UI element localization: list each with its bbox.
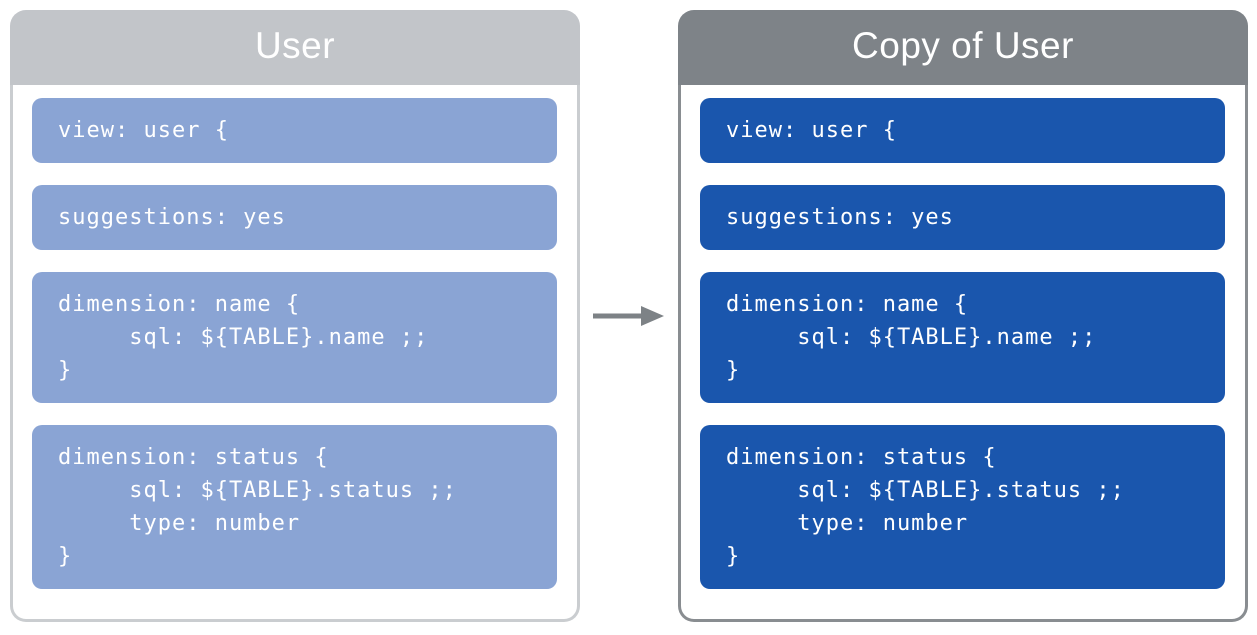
code-block-dimension-name: dimension: name { sql: ${TABLE}.name ;; …	[32, 272, 557, 403]
panel-copy-of-user-title: Copy of User	[852, 25, 1074, 66]
code-block-suggestions: suggestions: yes	[700, 185, 1225, 250]
panel-user-title: User	[254, 25, 336, 66]
panel-copy-of-user-header: Copy of User	[678, 10, 1248, 85]
code-block-dimension-status: dimension: status { sql: ${TABLE}.status…	[700, 425, 1225, 589]
code-block-view-declaration: view: user {	[32, 98, 557, 163]
code-block-dimension-name: dimension: name { sql: ${TABLE}.name ;; …	[700, 272, 1225, 403]
copy-arrow-container	[585, 10, 673, 622]
panel-user-body: view: user { suggestions: yes dimension:…	[10, 85, 580, 622]
panel-user: User view: user { suggestions: yes dimen…	[10, 10, 580, 622]
code-block-dimension-status: dimension: status { sql: ${TABLE}.status…	[32, 425, 557, 589]
code-block-suggestions: suggestions: yes	[32, 185, 557, 250]
arrow-right-icon	[593, 306, 664, 326]
panel-user-header: User	[10, 10, 580, 85]
panel-copy-of-user-body: view: user { suggestions: yes dimension:…	[678, 85, 1248, 622]
panel-copy-of-user: Copy of User view: user { suggestions: y…	[678, 10, 1248, 622]
code-block-view-declaration: view: user {	[700, 98, 1225, 163]
